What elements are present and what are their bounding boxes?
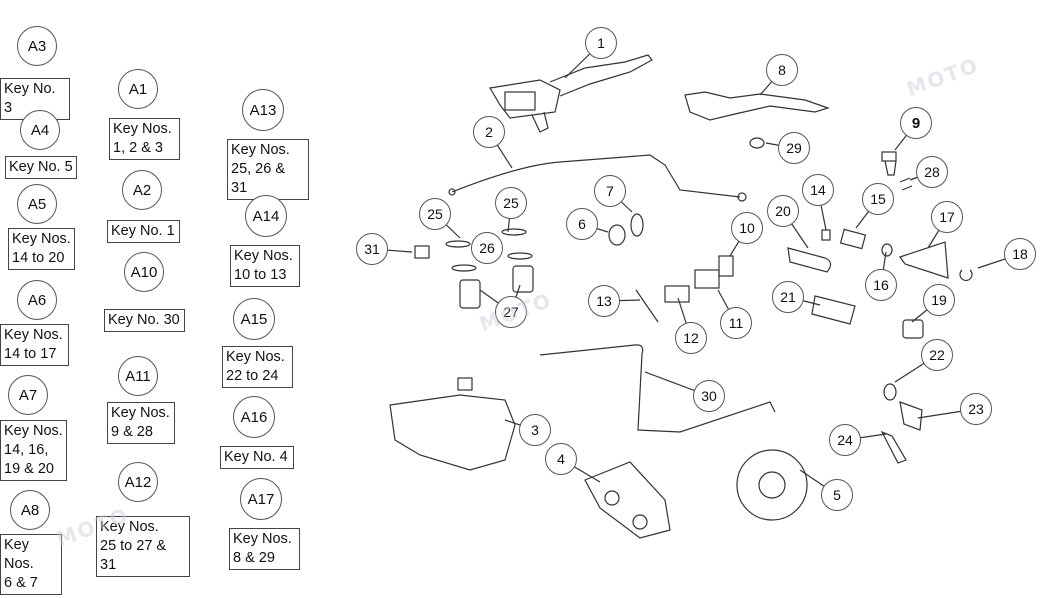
- callout-31: 31: [356, 233, 388, 265]
- assembly-circle: A2: [122, 170, 162, 210]
- assembly-circle: A1: [118, 69, 158, 109]
- assembly-label: Key Nos. 1, 2 & 3: [109, 118, 180, 160]
- assembly-circle: A8: [10, 490, 50, 530]
- callout-14: 14: [802, 174, 834, 206]
- callout-27: 27: [495, 296, 527, 328]
- callout-2: 2: [473, 116, 505, 148]
- assembly-label: Key Nos. 6 & 7: [0, 534, 62, 595]
- callout-26: 26: [471, 232, 503, 264]
- callout-6: 6: [566, 208, 598, 240]
- callout-17: 17: [931, 201, 963, 233]
- assembly-circle: A16: [233, 396, 275, 438]
- callout-28: 28: [916, 156, 948, 188]
- assembly-label: Key No. 4: [220, 446, 294, 469]
- assembly-circle: A3: [17, 26, 57, 66]
- callout-21: 21: [772, 281, 804, 313]
- assembly-label: Key Nos. 9 & 28: [107, 402, 175, 444]
- callout-5: 5: [821, 479, 853, 511]
- callout-19: 19: [923, 284, 955, 316]
- callout-12: 12: [675, 322, 707, 354]
- callout-23: 23: [960, 393, 992, 425]
- assembly-circle: A5: [17, 184, 57, 224]
- assembly-label: Key Nos. 22 to 24: [222, 346, 293, 388]
- assembly-circle: A4: [20, 110, 60, 150]
- callout-11: 11: [720, 307, 752, 339]
- assembly-circle: A11: [118, 356, 158, 396]
- assembly-label: Key No. 30: [104, 309, 185, 332]
- callout-20: 20: [767, 195, 799, 227]
- callout-29: 29: [778, 132, 810, 164]
- assembly-label: Key Nos. 25, 26 & 31: [227, 139, 309, 200]
- assembly-label: Key Nos. 14, 16, 19 & 20: [0, 420, 67, 481]
- callout-3: 3: [519, 414, 551, 446]
- callout-8: 8: [766, 54, 798, 86]
- assembly-circle: A10: [124, 252, 164, 292]
- callout-16: 16: [865, 269, 897, 301]
- assembly-label: Key Nos. 14 to 17: [0, 324, 69, 366]
- callout-25: 25: [419, 198, 451, 230]
- assembly-label: Key Nos. 10 to 13: [230, 245, 300, 287]
- assembly-circle: A17: [240, 478, 282, 520]
- callout-18: 18: [1004, 238, 1036, 270]
- callout-9: 9: [900, 107, 932, 139]
- callout-4: 4: [545, 443, 577, 475]
- assembly-label: Key No. 3: [0, 78, 70, 120]
- assembly-label: Key Nos. 25 to 27 & 31: [96, 516, 190, 577]
- callout-22: 22: [921, 339, 953, 371]
- assembly-circle: A15: [233, 298, 275, 340]
- assembly-circle: A12: [118, 462, 158, 502]
- callout-24: 24: [829, 424, 861, 456]
- callout-7: 7: [594, 175, 626, 207]
- assembly-label: Key Nos. 8 & 29: [229, 528, 300, 570]
- callout-25: 25: [495, 187, 527, 219]
- assembly-label: Key No. 1: [107, 220, 180, 243]
- callout-15: 15: [862, 183, 894, 215]
- callout-13: 13: [588, 285, 620, 317]
- callout-1: 1: [585, 27, 617, 59]
- assembly-circle: A7: [8, 375, 48, 415]
- assembly-label: Key Nos. 14 to 20: [8, 228, 75, 270]
- assembly-circle: A13: [242, 89, 284, 131]
- callout-10: 10: [731, 212, 763, 244]
- assembly-label: Key No. 5: [5, 156, 77, 179]
- assembly-circle: A14: [245, 195, 287, 237]
- callout-30: 30: [693, 380, 725, 412]
- assembly-circle: A6: [17, 280, 57, 320]
